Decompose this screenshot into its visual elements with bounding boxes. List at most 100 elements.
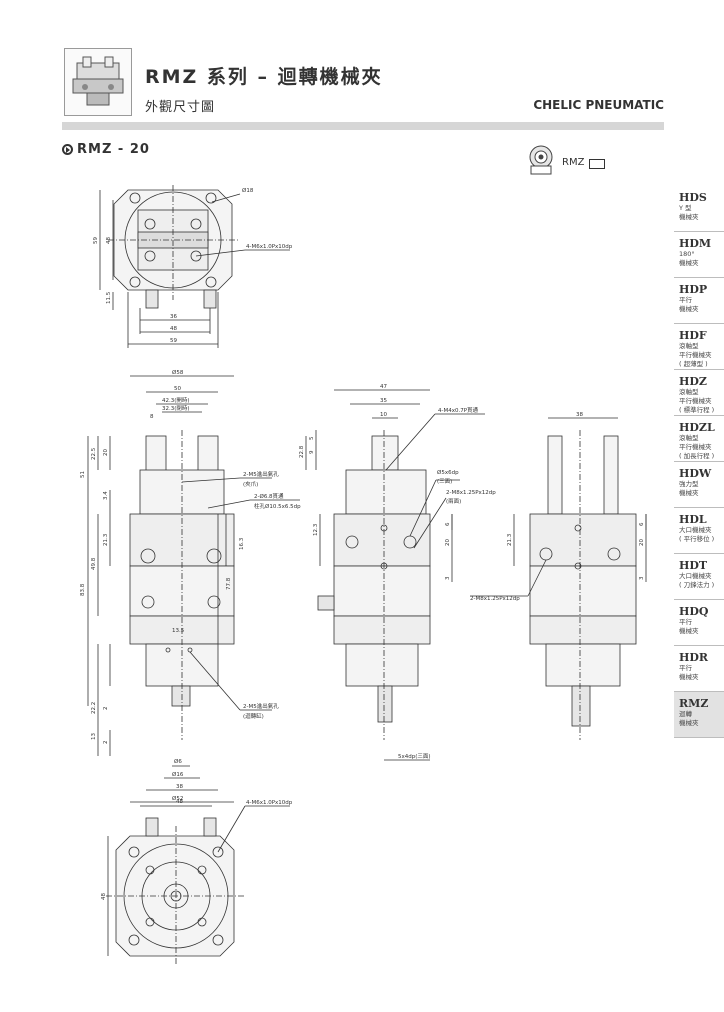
dim-label: 2-M8x1.25Px12dp [446,490,496,496]
sidebar-desc: 滾軸型 平行機械夾 ( 超薄型 ) [679,342,712,368]
dim-label: 32.3(閉時) [162,404,190,412]
sidebar-code: HDR [679,651,709,664]
dim-label: 42.3(開時) [162,396,190,404]
dim-label: 2 [103,741,109,745]
dim-label: 59 [93,237,99,244]
dim-label: 22.5 [91,447,97,460]
dim-label: 38 [576,412,583,418]
product-photo-graphic [72,56,124,106]
dim-label: 21.3 [507,533,513,546]
dim-label: Ø58 [172,369,184,376]
badge-box [589,159,605,169]
dim-label: (迴轉缸) [243,712,264,720]
top-view [108,185,238,309]
dim-label: 16.3 [239,537,245,550]
sidebar-code: HDQ [679,605,709,618]
front-view [129,430,235,740]
dim-label: 50 [174,386,181,392]
sidebar-code: HDL [679,513,707,526]
dim-label: Ø16 [172,771,184,778]
dim-label: 3 [445,576,451,580]
dim-label: 6 [445,522,451,526]
sidebar-code: HDP [679,283,708,296]
dim-label: 10 [380,412,387,418]
dim-label: 83.8 [80,583,86,596]
dim-label: 5 [309,436,315,440]
dim-label: 48 [170,326,177,332]
sidebar-desc: Y 型 機械夾 [679,204,699,221]
dim-label: 48 [101,893,107,900]
sidebar-desc: 平行 機械夾 [679,618,699,635]
dim-label: (兩面) [446,498,461,505]
dim-label: 20 [445,539,451,546]
model-label-text: RMZ - 20 [77,142,150,157]
sidebar-desc: 平行 機械夾 [679,664,699,681]
dim-label: Ø5x6dp [437,469,459,476]
sidebar-desc: 滾軸型 平行機械夾 ( 標準行程 ) [679,388,715,414]
dim-label: 20 [639,539,645,546]
sidebar-desc: 迴轉 機械夾 [679,710,699,727]
rotation-badge [524,142,558,180]
sidebar-code: HDM [679,237,712,250]
product-photo [64,48,132,116]
sidebar-code: HDZL [679,421,715,434]
page-subtitle: 外觀尺寸圖 [145,100,216,115]
sidebar-code: HDF [679,329,707,342]
dim-label: 77.8 [226,577,232,590]
dim-label: 22.8 [299,445,305,458]
dim-label: 3 [639,576,645,580]
dim-label: 12.3 [313,523,319,536]
sidebar-desc: 大口機械夾 ( 刀鋒法力 ) [679,572,715,589]
dim-label: 38 [176,784,183,790]
dim-label: 21.3 [103,533,109,546]
dim-label: 2-M5進出氣孔 [243,702,279,710]
dim-label: 35 [380,398,387,404]
dim-label: 3.4 [103,491,109,500]
page-title: RMZ 系列 – 迴轉機械夾 [145,66,383,88]
dim-label: 48 [106,237,112,244]
dim-label: 4-M6x1.0Px10dp [246,244,293,250]
dim-label: (三面) [437,478,452,485]
dim-label: 柱孔Ø10.5x6.5dp [254,502,301,510]
sidebar-code: HDT [679,559,708,572]
dim-label: 13.5 [172,628,185,634]
badge-label: RMZ [562,157,585,168]
rotation-icon [529,145,553,175]
dim-label: 11.5 [106,291,112,304]
dim-label: 2-Ø6.8貫通 [254,492,284,500]
dim-label: 47 [380,384,387,390]
right-side-view [529,430,637,740]
dim-label: (夾爪) [243,481,258,488]
brand-logo: CHELIC PNEUMATIC [533,98,664,112]
side-view [317,430,431,740]
sidebar-desc: 強力型 機械夾 [679,480,699,497]
dim-label: 36 [170,314,177,320]
dim-label: 2 [103,707,109,711]
dim-label: 49.8 [91,557,97,570]
dim-label: 2-M5進出氣孔 [243,470,279,478]
dim-label: 51 [80,471,86,478]
sidebar-desc: 平行 機械夾 [679,296,699,313]
sidebar-desc: 180° 機械夾 [679,250,699,267]
sidebar-desc: 滾軸型 平行機械夾 ( 加長行程 ) [679,434,715,460]
sidebar-code: RMZ [679,697,709,710]
bottom-view [106,817,246,966]
dim-label: 5x4dp(三面) [398,753,431,760]
sidebar-desc: 大口機械夾 ( 平行移位 ) [679,526,715,543]
dimension-labels: Ø18 4-M6x1.0Px10dp 59 48 11.5 36 48 59 Ø… [80,187,645,900]
dim-label: 4-M6x1.0Px10dp [246,800,293,806]
